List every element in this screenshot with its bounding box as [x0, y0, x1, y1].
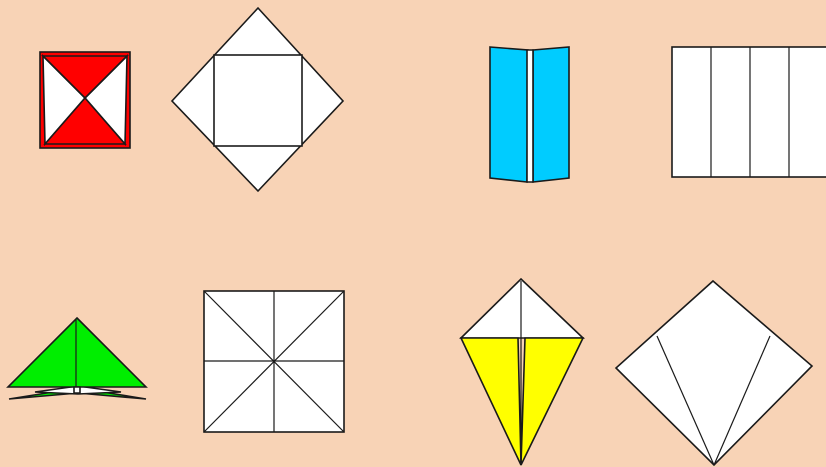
unfolded-square-eight-creases — [204, 291, 344, 432]
red-folded-square — [40, 52, 130, 148]
blue-folded-strip — [490, 47, 569, 182]
unfolded-rectangle-four-panels — [672, 47, 826, 177]
